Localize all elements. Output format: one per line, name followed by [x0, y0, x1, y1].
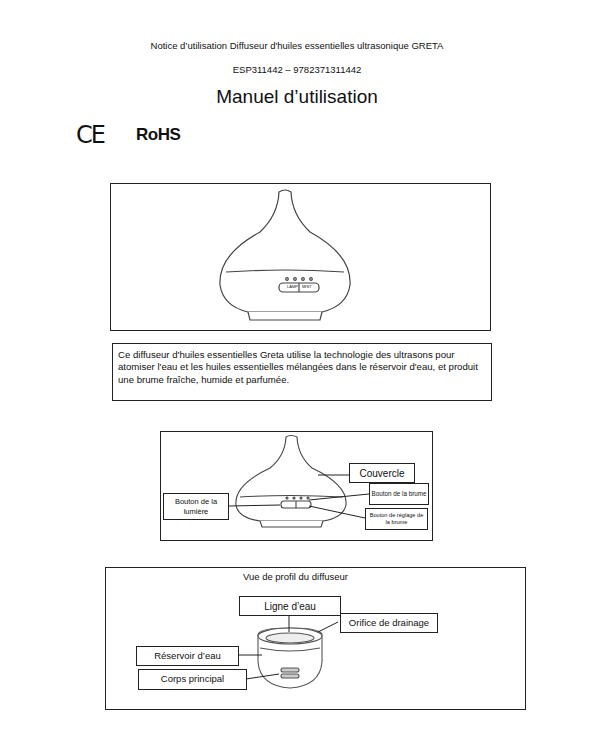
callout-box: Orifice de drainage	[340, 613, 438, 633]
node-text: Vue de profil du diffuseur	[69, 571, 522, 583]
node-text: Orifice de drainage	[343, 617, 435, 629]
node-text: Couvercle	[352, 467, 412, 480]
callout-box: Ligne d’eau	[239, 596, 341, 616]
diffuser-drawing	[236, 436, 346, 528]
label: CE	[76, 121, 104, 149]
callout-box: Réservoir d’eau	[136, 646, 239, 666]
frame	[111, 184, 491, 331]
callout-box: Corps principal	[138, 669, 247, 690]
label: ESP311442 – 9782371311442	[233, 64, 362, 75]
label: LAMP	[287, 284, 298, 289]
node-text: Bouton de la brume	[371, 490, 427, 498]
node-text: Ce diffuseur d'huiles essentielles Greta…	[118, 349, 486, 386]
callout-box: Bouton de la lumière	[163, 493, 229, 520]
callout-box: Bouton de réglage de la brume	[365, 508, 428, 530]
leader-line	[229, 475, 369, 518]
frame	[161, 432, 433, 541]
node-text: Ligne d’eau	[242, 600, 338, 613]
label: MIST	[302, 284, 312, 289]
label: RoHS	[136, 125, 180, 145]
callout-box: Ce diffuseur d'huiles essentielles Greta…	[112, 343, 492, 401]
callout-box: Couvercle	[349, 463, 415, 483]
node-text: Réservoir d’eau	[139, 650, 236, 662]
diffuser-drawing	[220, 190, 350, 320]
node-text: Bouton de réglage de la brume	[367, 512, 426, 527]
leader-line	[238, 615, 338, 679]
label: Notice d’utilisation Diffuseur d'huiles …	[151, 40, 444, 51]
callout-box: Vue de profil du diffuseurLigne d’eauOri…	[105, 567, 526, 710]
page-title: Manuel d’utilisation	[216, 86, 378, 108]
callout-box: Bouton de la brume	[369, 483, 429, 505]
node-text: Bouton de la lumière	[166, 497, 226, 517]
node-text: Corps principal	[141, 673, 244, 685]
tank-drawing	[258, 628, 322, 688]
